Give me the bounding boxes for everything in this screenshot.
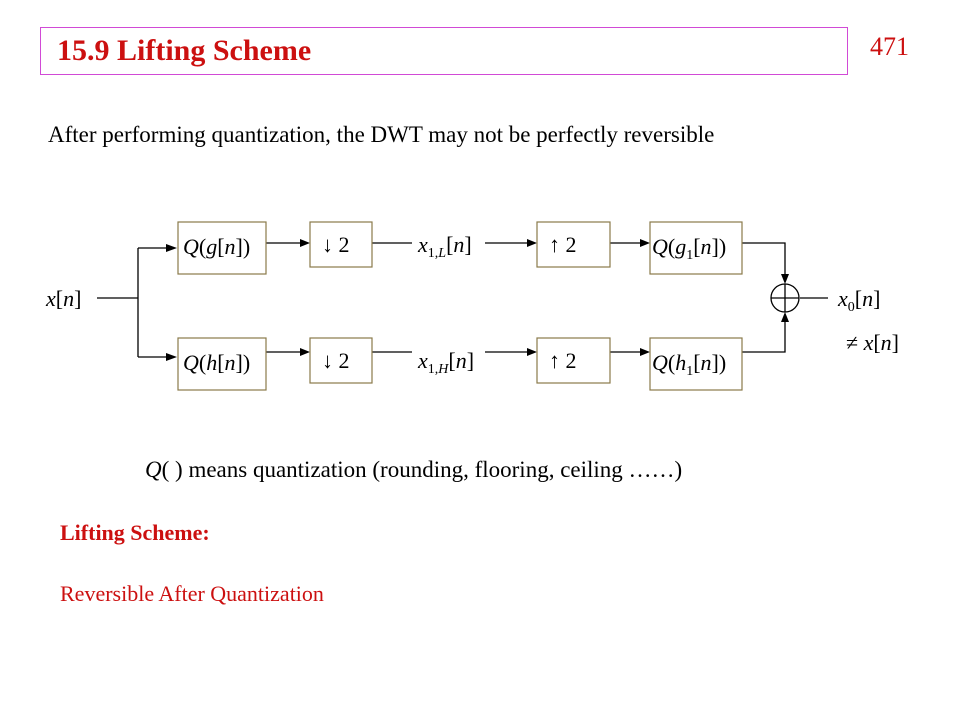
summation-node (770, 283, 800, 313)
top-arrow-2 (300, 239, 310, 247)
signal-low-label: x1,L[n] (417, 232, 472, 261)
page-number: 471 (870, 32, 909, 61)
top-to-sum-wire (742, 242, 786, 274)
upsample-bottom-label: ↑ 2 (549, 348, 577, 373)
top-arrow-4 (527, 239, 537, 247)
top-arrow-5 (640, 239, 650, 247)
intro-text: After performing quantization, the DWT m… (48, 122, 715, 147)
input-label: x[n] (45, 286, 81, 311)
synthesis-h1-label: Q(h1[n]) (652, 350, 726, 379)
quantization-note: Q( ) means quantization (rounding, floor… (145, 457, 683, 482)
bottom-arrow-1 (166, 353, 177, 361)
output-inequality-label: ≠ x[n] (846, 330, 899, 355)
downsample-top-box (309, 221, 373, 268)
title-box: 15.9 Lifting Scheme (40, 27, 848, 75)
upsample-bottom-box (536, 337, 611, 384)
bottom-sum-arrow (781, 312, 789, 322)
downsample-bottom-label: ↓ 2 (322, 348, 350, 373)
downsample-top-label: ↓ 2 (322, 232, 350, 257)
filter-g-label: Q(g[n]) (183, 234, 250, 259)
lifting-subtitle: Reversible After Quantization (60, 581, 324, 606)
output-label: x0[n] (837, 286, 880, 315)
filter-h-box (177, 337, 267, 391)
downsample-bottom-box (309, 337, 373, 384)
lifting-heading: Lifting Scheme: (60, 520, 210, 545)
bottom-arrow-5 (640, 348, 650, 356)
top-sum-arrow (781, 274, 789, 284)
top-arrow-1 (166, 244, 177, 252)
upsample-top-label: ↑ 2 (549, 232, 577, 257)
slide-title: 15.9 Lifting Scheme (57, 34, 312, 67)
input-wire (97, 248, 139, 357)
bottom-arrow-4 (527, 348, 537, 356)
filter-g-box (177, 221, 267, 275)
signal-high-label: x1,H[n] (417, 348, 474, 377)
synthesis-g1-box (649, 221, 743, 275)
bottom-arrow-2 (300, 348, 310, 356)
filter-h-label: Q(h[n]) (183, 350, 250, 375)
synthesis-h1-box (649, 337, 743, 391)
synthesis-g1-label: Q(g1[n]) (652, 234, 726, 263)
bottom-to-sum-wire (742, 322, 786, 353)
upsample-top-box (536, 221, 611, 268)
